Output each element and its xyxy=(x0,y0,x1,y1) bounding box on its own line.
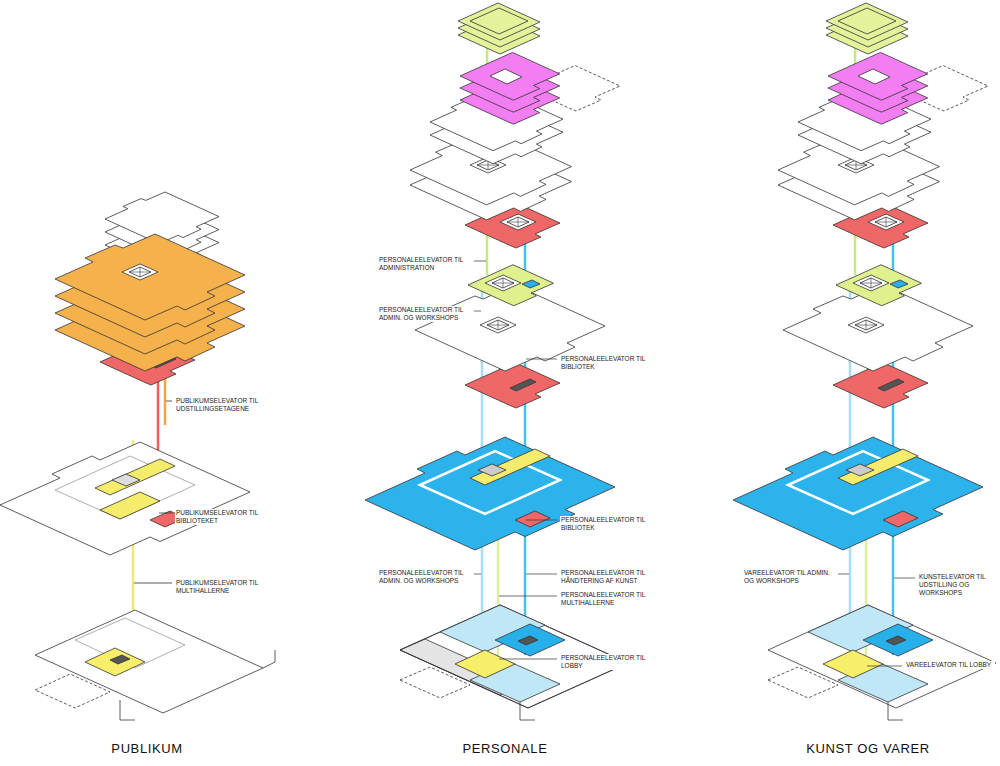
column-title: PERSONALE xyxy=(425,741,585,757)
elevator-label: PERSONALEELEVATOR TIL HÅNDTERING AF KUNS… xyxy=(560,569,656,585)
column-title: KUNST OG VARER xyxy=(768,741,968,757)
elevator-label: PUBLIKUMSELEVATOR TIL MULTIHALLERNE xyxy=(175,579,271,595)
elevator-label: PERSONALEELEVATOR TIL BIBLIOTEK xyxy=(560,355,656,371)
elevator-label: PUBLIKUMSELEVATOR TIL BIBLIOTEKET xyxy=(175,509,271,525)
elevator-label: PERSONALEELEVATOR TIL LOBBY xyxy=(560,654,656,670)
elevator-label: PERSONALEELEVATOR TIL ADMINISTRATION xyxy=(378,256,474,272)
elevator-label: VAREELEVATOR TIL ADMIN. OG WORKSHOPS xyxy=(743,569,838,585)
column-title: PUBLIKUM xyxy=(67,741,227,757)
elevator-label: VAREELEVATOR TIL LOBBY xyxy=(905,661,995,669)
elevator-label: PERSONALEELEVATOR TIL BIBLIOTEK xyxy=(560,516,656,532)
elevator-label: PERSONALEELEVATOR TIL ADMIN. OG WORKSHOP… xyxy=(378,306,474,322)
elevator-label: PERSONALEELEVATOR TIL MULTIHALLERNE xyxy=(560,591,656,607)
elevator-label: PERSONALEELEVATOR TIL ADMIN. OG WORKSHOP… xyxy=(378,569,474,585)
elevator-label: PUBLIKUMSELEVATOR TIL UDSTILLINGSETAGENE xyxy=(175,397,271,413)
elevator-label: KUNSTELEVATOR TIL UDSTILLING OG WORKSHOP… xyxy=(918,573,996,596)
publikum-stack xyxy=(0,192,275,720)
leader-lines xyxy=(474,261,915,666)
